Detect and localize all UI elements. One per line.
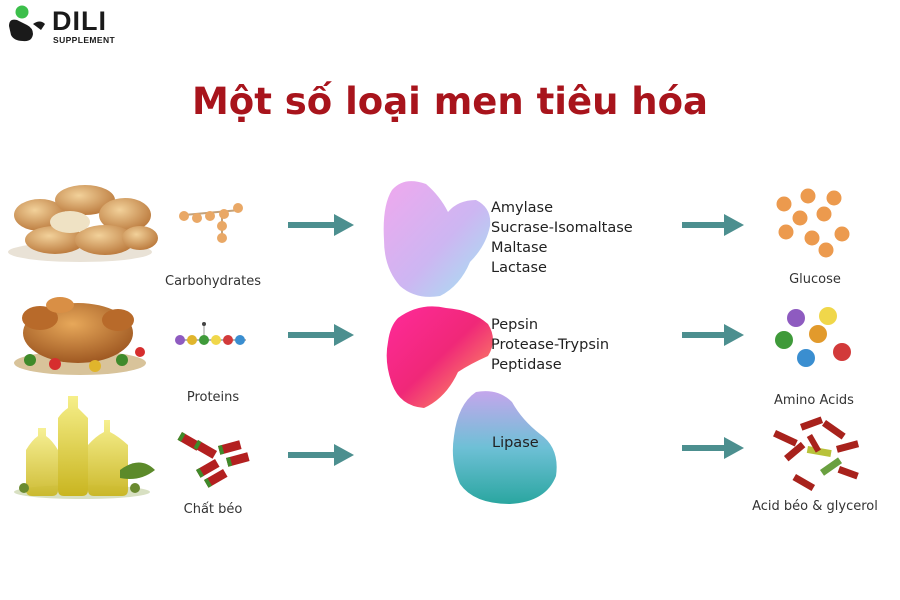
bread-illustration [8, 185, 158, 262]
enzyme-name: Lipase [492, 435, 539, 451]
enzyme-name: Sucrase-Isomaltase [491, 220, 633, 236]
glucose-molecule-icon [776, 188, 850, 258]
brand-tagline: SUPPLEMENT [53, 35, 116, 45]
product-label-glucose: Glucose [789, 272, 841, 287]
carbohydrate-molecule-icon [179, 203, 243, 243]
enzyme-blob-protein [386, 306, 493, 408]
arrow-right-2-icon [682, 324, 744, 346]
enzyme-blob-carbohydrate [383, 181, 491, 297]
logo-icon [9, 5, 45, 42]
brand-name: DILI [52, 6, 107, 36]
product-label-amino-acids: Amino Acids [774, 393, 854, 408]
enzyme-name: Peptidase [491, 357, 562, 373]
product-label-fatty-acids: Acid béo & glycerol [752, 499, 878, 514]
enzyme-name: Pepsin [491, 317, 539, 333]
page-title: Một số loại men tiêu hóa [191, 80, 709, 123]
arrow-right-3-icon [682, 437, 744, 459]
enzyme-name: Maltase [491, 240, 548, 256]
enzyme-blob-lipid [452, 391, 557, 504]
fat-molecule-icon [177, 432, 250, 488]
enzyme-name: Lactase [491, 260, 547, 276]
arrow-left-2-icon [288, 324, 354, 346]
amino-acid-molecule-icon [775, 307, 851, 367]
enzyme-list-lipid: Lipase [492, 433, 539, 453]
enzyme-name: Protease-Trypsin [491, 337, 610, 353]
fatty-acid-molecule-icon [773, 416, 860, 492]
enzyme-name: Amylase [491, 200, 554, 216]
arrow-right-1-icon [682, 214, 744, 236]
enzyme-list-carbohydrate: Amylase Sucrase-Isomaltase Maltase Lacta… [491, 198, 633, 278]
enzyme-list-protein: Pepsin Protease-Trypsin Peptidase [491, 315, 609, 375]
turkey-illustration [14, 297, 146, 375]
oil-illustration [14, 396, 155, 499]
arrow-left-1-icon [288, 214, 354, 236]
arrow-left-3-icon [288, 444, 354, 466]
substrate-label-carbohydrates: Carbohydrates [165, 274, 261, 289]
protein-molecule-icon [175, 322, 246, 345]
substrate-label-proteins: Proteins [186, 390, 240, 405]
substrate-label-fats: Chất béo [183, 502, 243, 517]
